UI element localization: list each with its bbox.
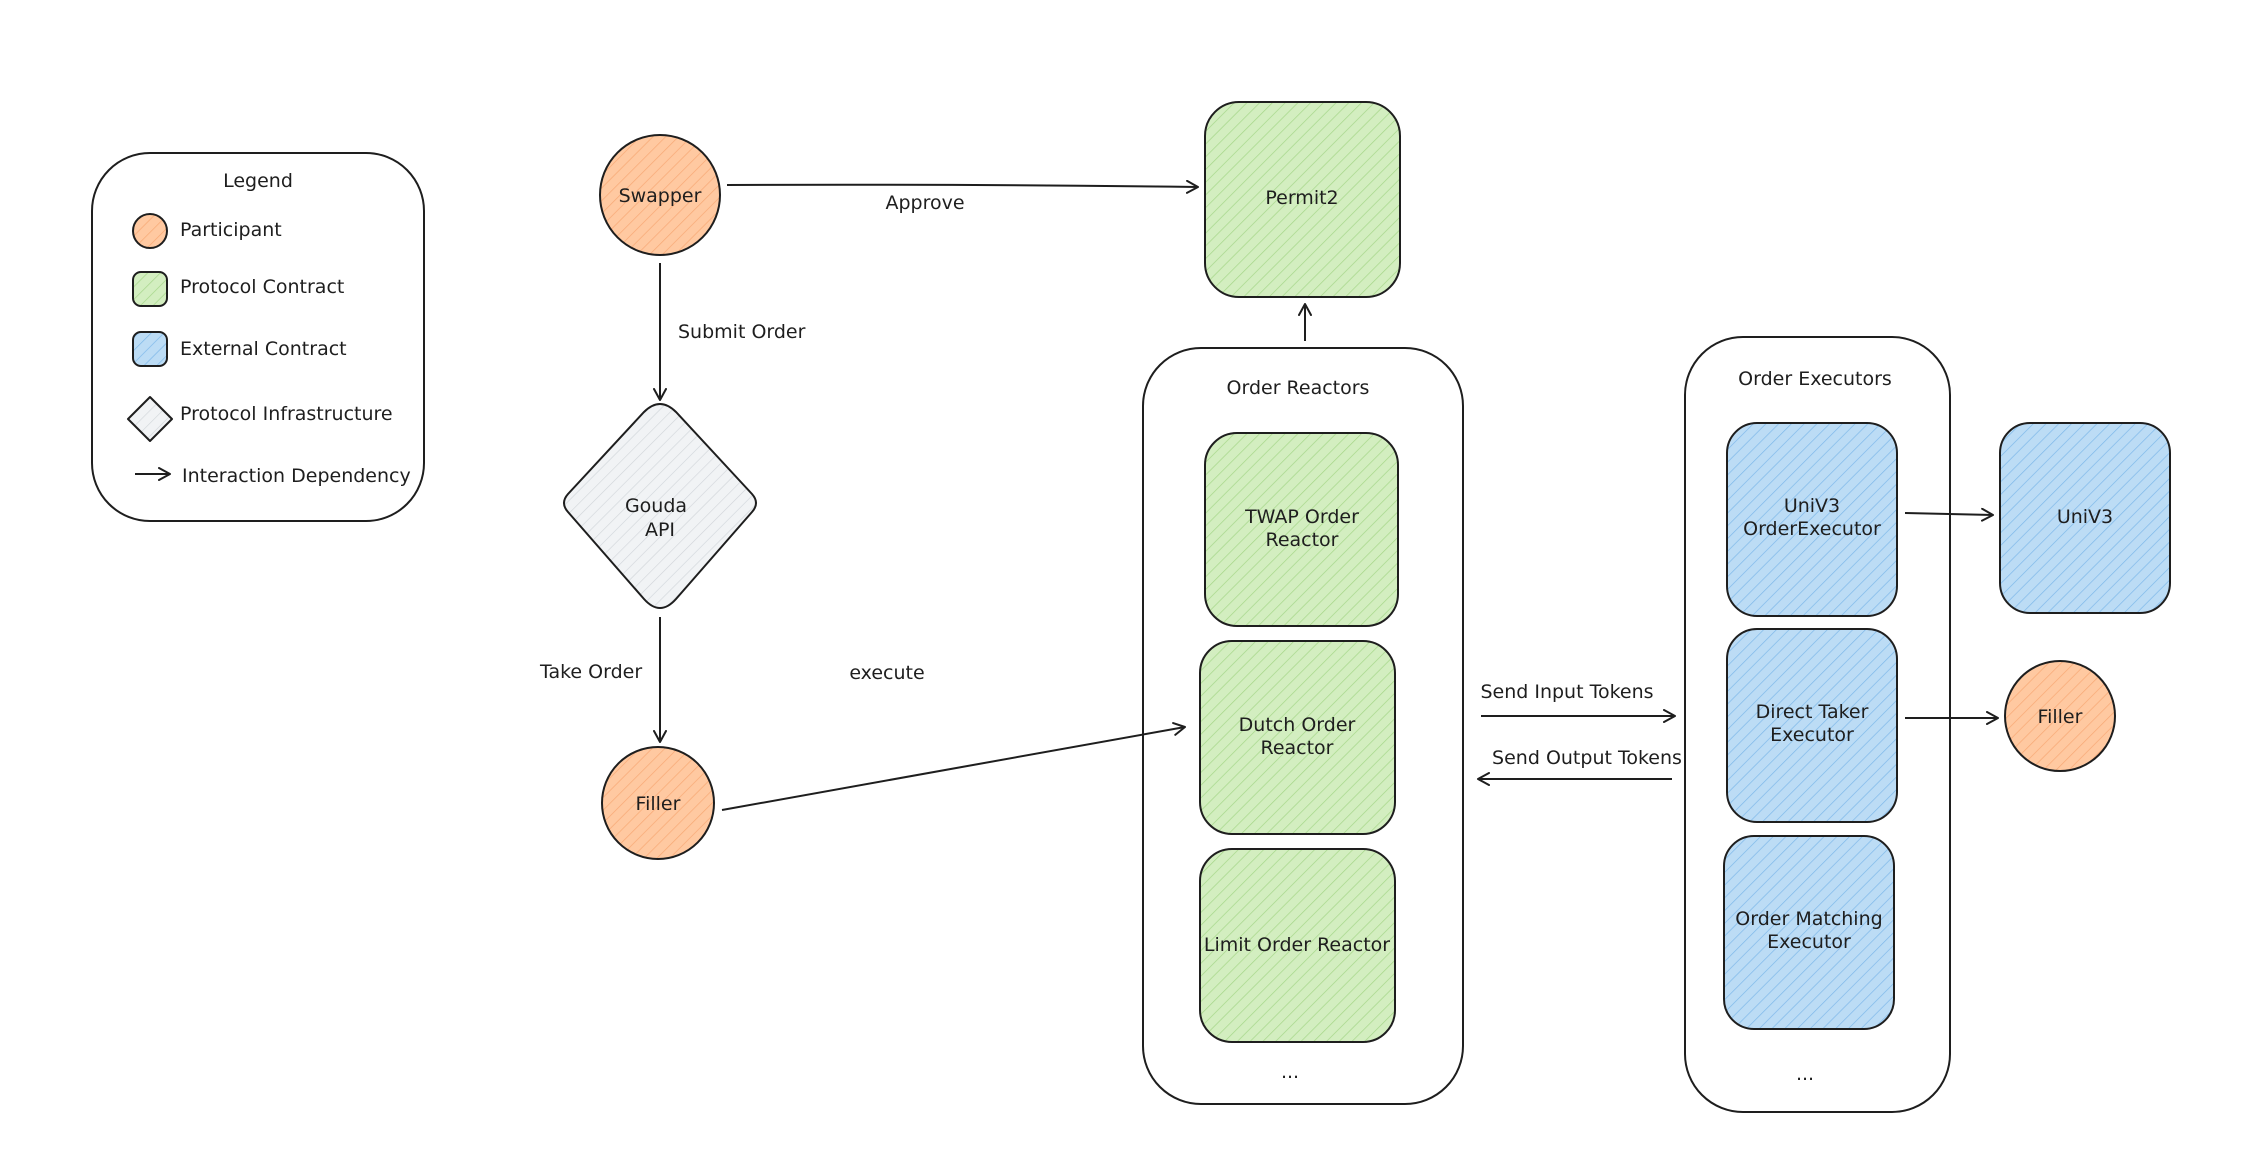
- univ3-label: UniV3: [2057, 506, 2113, 528]
- univ3-order-executor-box: [1726, 422, 1898, 617]
- legend-title: Legend: [223, 170, 293, 192]
- twap-order-reactor-label-line1: TWAP Order: [1244, 506, 1359, 528]
- order-executors-group: Order Executors UniV3 OrderExecutor Dire…: [1684, 336, 1951, 1113]
- approve-label: Approve: [885, 192, 964, 214]
- permit2-node: Permit2: [1204, 101, 1401, 298]
- legend-external-contract-label: External Contract: [180, 338, 347, 360]
- order-matching-executor-label-line1: Order Matching: [1735, 908, 1882, 930]
- filler-right-circle: [2004, 660, 2116, 772]
- swapper-label: Swapper: [619, 185, 702, 207]
- legend: Legend Participant Protocol Contract Ext…: [91, 152, 425, 522]
- direct-taker-executor-label-line1: Direct Taker: [1756, 701, 1869, 723]
- direct-taker-executor-label-line2: Executor: [1770, 724, 1854, 746]
- legend-frame: [91, 152, 425, 522]
- legend-participant-swatch: [132, 213, 168, 249]
- gouda-api-label-line1: Gouda: [625, 495, 687, 517]
- univ3-node: UniV3: [1999, 422, 2171, 614]
- swapper-circle: [599, 134, 721, 256]
- order-reactors-group: Order Reactors TWAP Order Reactor Dutch …: [1142, 347, 1464, 1105]
- univ3-order-executor-label-line1: UniV3: [1784, 495, 1840, 517]
- filler-right-node: Filler: [2004, 660, 2116, 772]
- send-output-tokens-label: Send Output Tokens: [1492, 747, 1682, 769]
- permit2-box: [1204, 101, 1401, 298]
- submit-order-label: Submit Order: [678, 321, 806, 343]
- univ3-order-executor-label-line2: OrderExecutor: [1743, 518, 1881, 540]
- legend-external-contract-swatch: [132, 331, 168, 367]
- legend-infrastructure-label: Protocol Infrastructure: [180, 403, 393, 425]
- limit-order-reactor-box: [1199, 848, 1396, 1043]
- univ3-executor-to-univ3-arrow: [1904, 507, 1994, 522]
- legend-protocol-contract-label: Protocol Contract: [180, 276, 344, 298]
- order-executors-title: Order Executors: [1738, 368, 1892, 390]
- univ3-box: [1999, 422, 2171, 614]
- order-reactors-frame: [1142, 347, 1464, 1105]
- permit2-label: Permit2: [1265, 187, 1338, 209]
- twap-order-reactor-label-line2: Reactor: [1265, 529, 1338, 551]
- legend-dependency-label: Interaction Dependency: [182, 465, 411, 487]
- order-matching-executor-label-line2: Executor: [1767, 931, 1851, 953]
- filler-left-node: Filler: [601, 746, 715, 860]
- order-executors-frame: [1684, 336, 1951, 1113]
- gouda-api-node: Gouda API: [563, 402, 757, 610]
- filler-left-circle: [601, 746, 715, 860]
- edges: Approve Submit Order Take Order execute …: [539, 179, 1999, 811]
- send-input-tokens-label: Send Input Tokens: [1480, 681, 1653, 703]
- legend-infrastructure-swatch: [127, 396, 173, 442]
- approve-arrow: [726, 179, 1199, 194]
- execute-arrow: [721, 722, 1186, 811]
- dutch-order-reactor-label-line2: Reactor: [1260, 737, 1333, 759]
- swapper-node: Swapper: [599, 134, 721, 256]
- legend-participant-label: Participant: [180, 219, 282, 241]
- direct-taker-executor-box: [1726, 628, 1898, 823]
- dutch-order-reactor-label-line1: Dutch Order: [1239, 714, 1356, 736]
- gouda-api-label-line2: API: [645, 519, 675, 541]
- order-executors-more: ...: [1796, 1063, 1814, 1085]
- dutch-order-reactor-box: [1199, 640, 1396, 835]
- execute-label: execute: [849, 662, 924, 684]
- twap-order-reactor-box: [1204, 432, 1399, 627]
- order-reactors-more: ...: [1281, 1061, 1299, 1083]
- order-matching-executor-box: [1723, 835, 1895, 1030]
- take-order-label: Take Order: [539, 661, 642, 683]
- order-reactors-title: Order Reactors: [1227, 377, 1370, 399]
- filler-left-label: Filler: [636, 793, 681, 815]
- filler-right-label: Filler: [2038, 706, 2083, 728]
- limit-order-reactor-label: Limit Order Reactor: [1204, 934, 1390, 956]
- legend-protocol-contract-swatch: [132, 271, 168, 307]
- gouda-api-diamond: [563, 402, 757, 610]
